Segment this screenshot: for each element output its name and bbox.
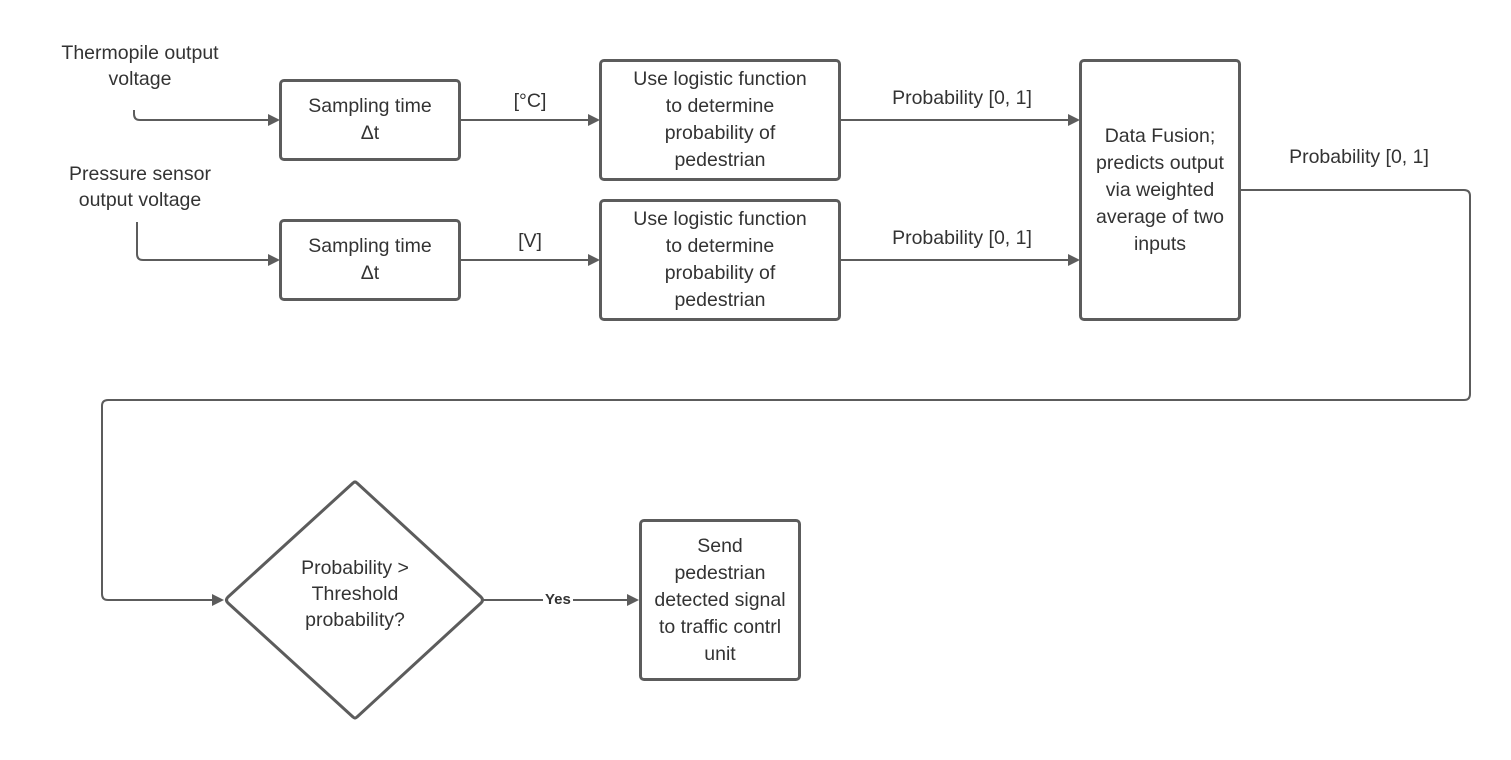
yes-edge-label: Yes (543, 591, 573, 609)
thermopile-input-label: Thermopile output voltage (61, 42, 219, 90)
sampling-time-label: Sampling time Δt (308, 235, 432, 284)
probability-fused-label: Probability [0, 1] (1289, 146, 1429, 168)
logistic-function-label: Use logistic function to determine proba… (633, 208, 807, 311)
edge-fusion-to-decision (101, 189, 1471, 606)
probability-label-2: Probability [0, 1] (892, 227, 1032, 249)
sampling-time-box-1: Sampling time Δt (279, 79, 461, 161)
sampling-time-box-2: Sampling time Δt (279, 219, 461, 301)
sampling-time-label: Sampling time Δt (308, 95, 432, 144)
unit-celsius-label: [°C] (513, 90, 547, 112)
send-signal-label: Send pedestrian detected signal to traff… (654, 534, 786, 665)
probability-label-1: Probability [0, 1] (892, 87, 1032, 109)
decision-diamond-shape (225, 480, 484, 720)
unit-volt-label: [V] (518, 230, 542, 252)
data-fusion-box: Data Fusion; predicts output via weighte… (1079, 59, 1241, 321)
logistic-function-box-2: Use logistic function to determine proba… (599, 199, 841, 321)
logistic-function-label: Use logistic function to determine proba… (633, 68, 807, 171)
edge-pressure-to-sampling-2 (136, 222, 280, 266)
edge-thermopile-to-sampling-1 (133, 110, 280, 126)
data-fusion-label: Data Fusion; predicts output via weighte… (1096, 124, 1224, 255)
decision-label: Probability > Threshold probability? (301, 557, 409, 631)
logistic-function-box-1: Use logistic function to determine proba… (599, 59, 841, 181)
pressure-input-label: Pressure sensor output voltage (69, 163, 211, 211)
send-signal-box: Send pedestrian detected signal to traff… (639, 519, 801, 681)
